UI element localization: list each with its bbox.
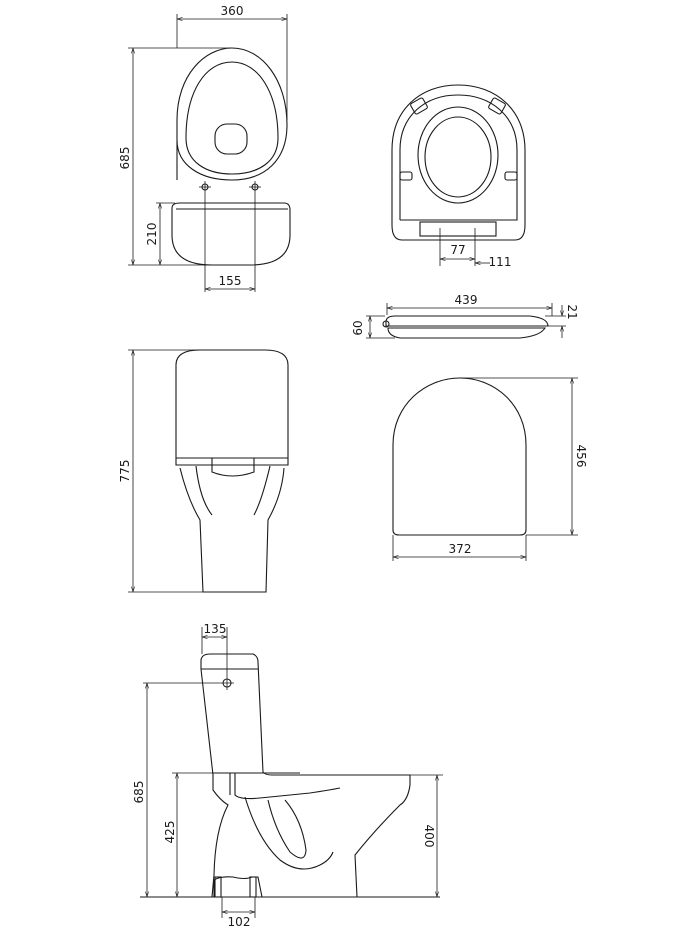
- seat-side-view: 439 21 60: [351, 293, 579, 339]
- seat-bottom-view: 77 111: [391, 84, 526, 269]
- dim-width: 360: [221, 4, 244, 18]
- lid-view: 456 372: [392, 377, 588, 561]
- bowl-inner: [185, 61, 279, 175]
- dim-seat-height: 60: [351, 320, 365, 335]
- front-view: 775: [118, 349, 289, 593]
- dim-rim-height: 425: [163, 821, 177, 844]
- dim-lid-thickness: 21: [565, 304, 579, 319]
- dim-outlet-diameter: 102: [228, 915, 251, 929]
- dim-seat-length: 439: [455, 293, 478, 307]
- dim-cistern-depth: 210: [145, 223, 159, 246]
- drain-outline: [214, 123, 248, 155]
- dim-lid-length: 456: [574, 445, 588, 468]
- dim-total-height: 775: [118, 460, 132, 483]
- water-inlet-icon: [143, 627, 234, 690]
- dim-inlet-height: 685: [132, 781, 146, 804]
- dim-seat-height: 400: [422, 825, 436, 848]
- top-view: 360 685 210 155: [118, 4, 291, 292]
- dim-hole-spacing: 155: [219, 274, 242, 288]
- dim-hinge-spacing: 77: [450, 243, 465, 257]
- dim-hinge-offset: 111: [489, 255, 512, 269]
- dim-inlet-offset: 135: [204, 622, 227, 636]
- side-view: 135 685 425 400 102: [132, 622, 443, 929]
- dim-depth: 685: [118, 147, 132, 170]
- cistern-top: [171, 202, 291, 266]
- dim-lid-width: 372: [449, 542, 472, 556]
